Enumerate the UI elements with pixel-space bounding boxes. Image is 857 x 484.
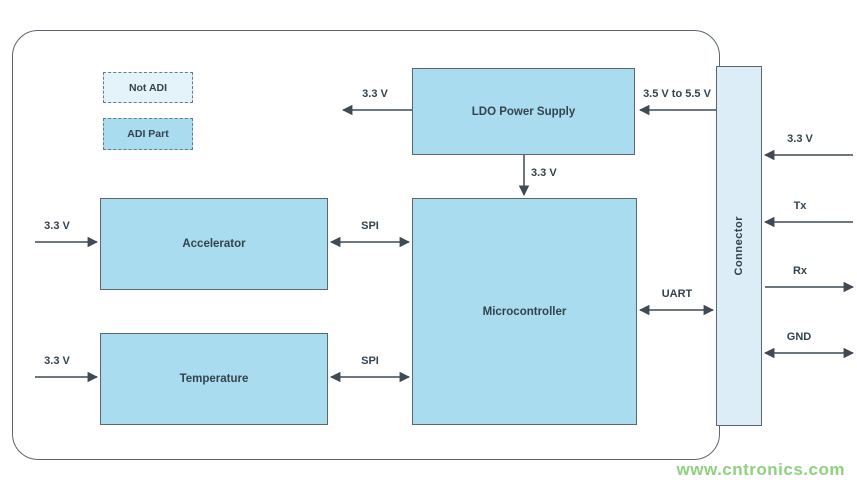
block-connector: Connector (716, 66, 762, 426)
block-microcontroller-label: Microcontroller (482, 305, 567, 318)
signal-label-spi-accelerator: SPI (361, 220, 379, 232)
block-microcontroller: Microcontroller (412, 198, 637, 425)
block-accelerator-label: Accelerator (182, 238, 246, 250)
signal-label-connector-rx: Rx (792, 265, 808, 277)
watermark-text: www.cntronics.com (676, 460, 845, 479)
block-temperature-label: Temperature (179, 373, 249, 385)
signal-label-uart: UART (661, 288, 693, 300)
block-connector-label: Connector (733, 216, 745, 276)
signal-label-supply-input: 3.5 V to 5.5 V (643, 88, 711, 100)
block-ldo-label: LDO Power Supply (471, 105, 576, 118)
block-temperature: Temperature (100, 333, 328, 425)
legend-adi-part-label: ADI Part (127, 128, 169, 140)
legend-not-adi: Not ADI (103, 72, 193, 103)
signal-label-ldo-to-mcu: 3.3 V (531, 167, 557, 179)
block-ldo-power-supply: LDO Power Supply (412, 68, 635, 155)
signal-label-connector-tx: Tx (793, 200, 807, 212)
signal-label-spi-temperature: SPI (361, 355, 379, 367)
legend-adi-part: ADI Part (103, 118, 193, 150)
signal-label-temperature-supply: 3.3 V (44, 355, 70, 367)
signal-label-accelerator-supply: 3.3 V (44, 220, 70, 232)
signal-label-ldo-output: 3.3 V (362, 88, 388, 100)
signal-label-connector-33v: 3.3 V (787, 133, 813, 145)
block-accelerator: Accelerator (100, 198, 328, 290)
legend-not-adi-label: Not ADI (128, 81, 168, 94)
signal-label-connector-gnd: GND (786, 331, 812, 343)
